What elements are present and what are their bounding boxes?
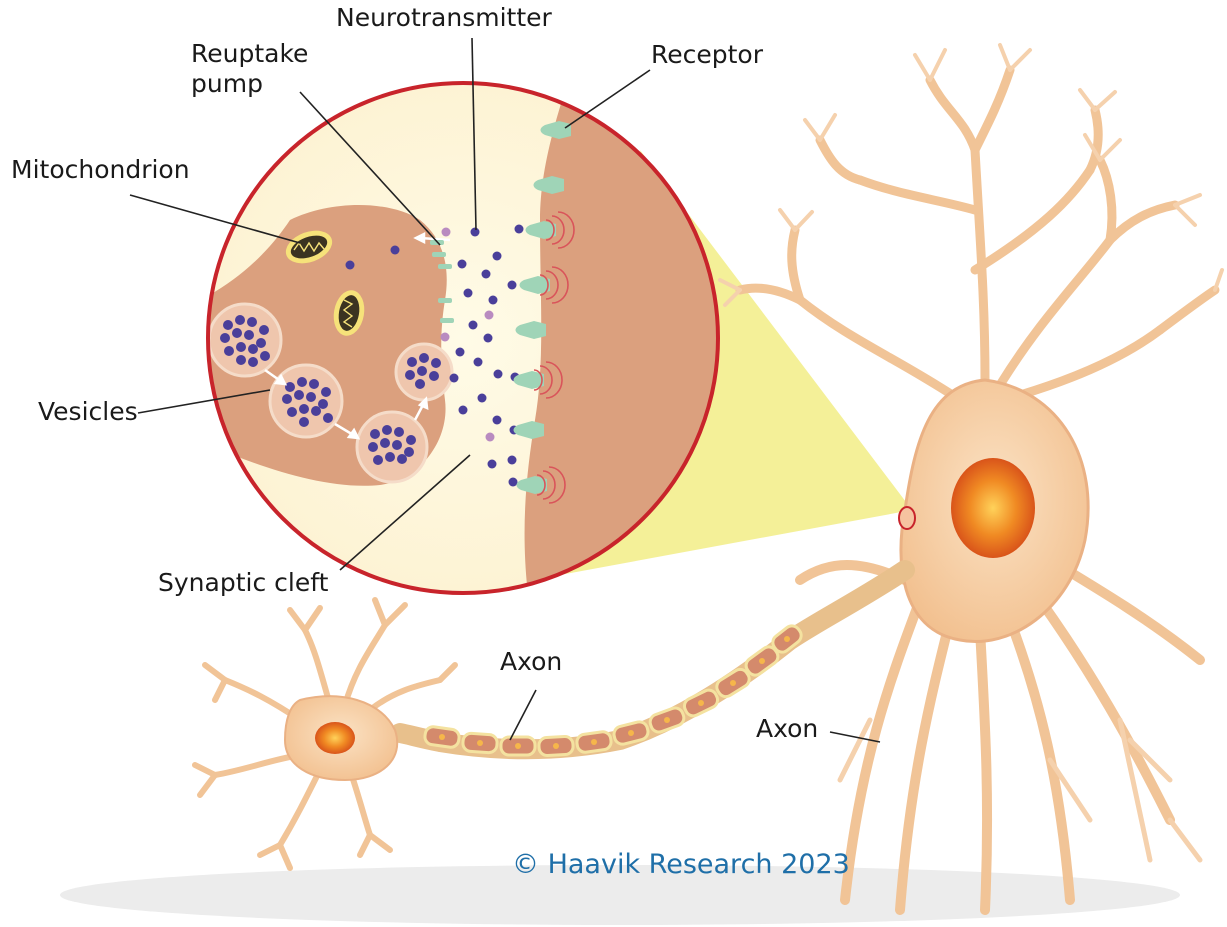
label-axon-small: Axon xyxy=(500,647,562,676)
lower-fine-branches xyxy=(840,720,1200,860)
large-neuron-dendrites xyxy=(740,70,1215,400)
label-axon-large: Axon xyxy=(756,714,818,743)
copyright-text: © Haavik Research 2023 xyxy=(512,849,850,880)
label-mitochondrion: Mitochondrion xyxy=(11,155,190,184)
label-reuptake-pump-line2: pump xyxy=(191,69,263,98)
label-receptor: Receptor xyxy=(651,40,764,69)
zoom-target-marker xyxy=(899,507,915,529)
label-reuptake-pump-line1: Reuptake xyxy=(191,39,308,68)
label-synaptic-cleft: Synaptic cleft xyxy=(158,568,329,597)
myelinated-axon xyxy=(400,570,905,756)
label-vesicles: Vesicles xyxy=(38,397,138,426)
large-neuron-nucleus xyxy=(951,458,1035,558)
label-neurotransmitter: Neurotransmitter xyxy=(336,3,553,32)
